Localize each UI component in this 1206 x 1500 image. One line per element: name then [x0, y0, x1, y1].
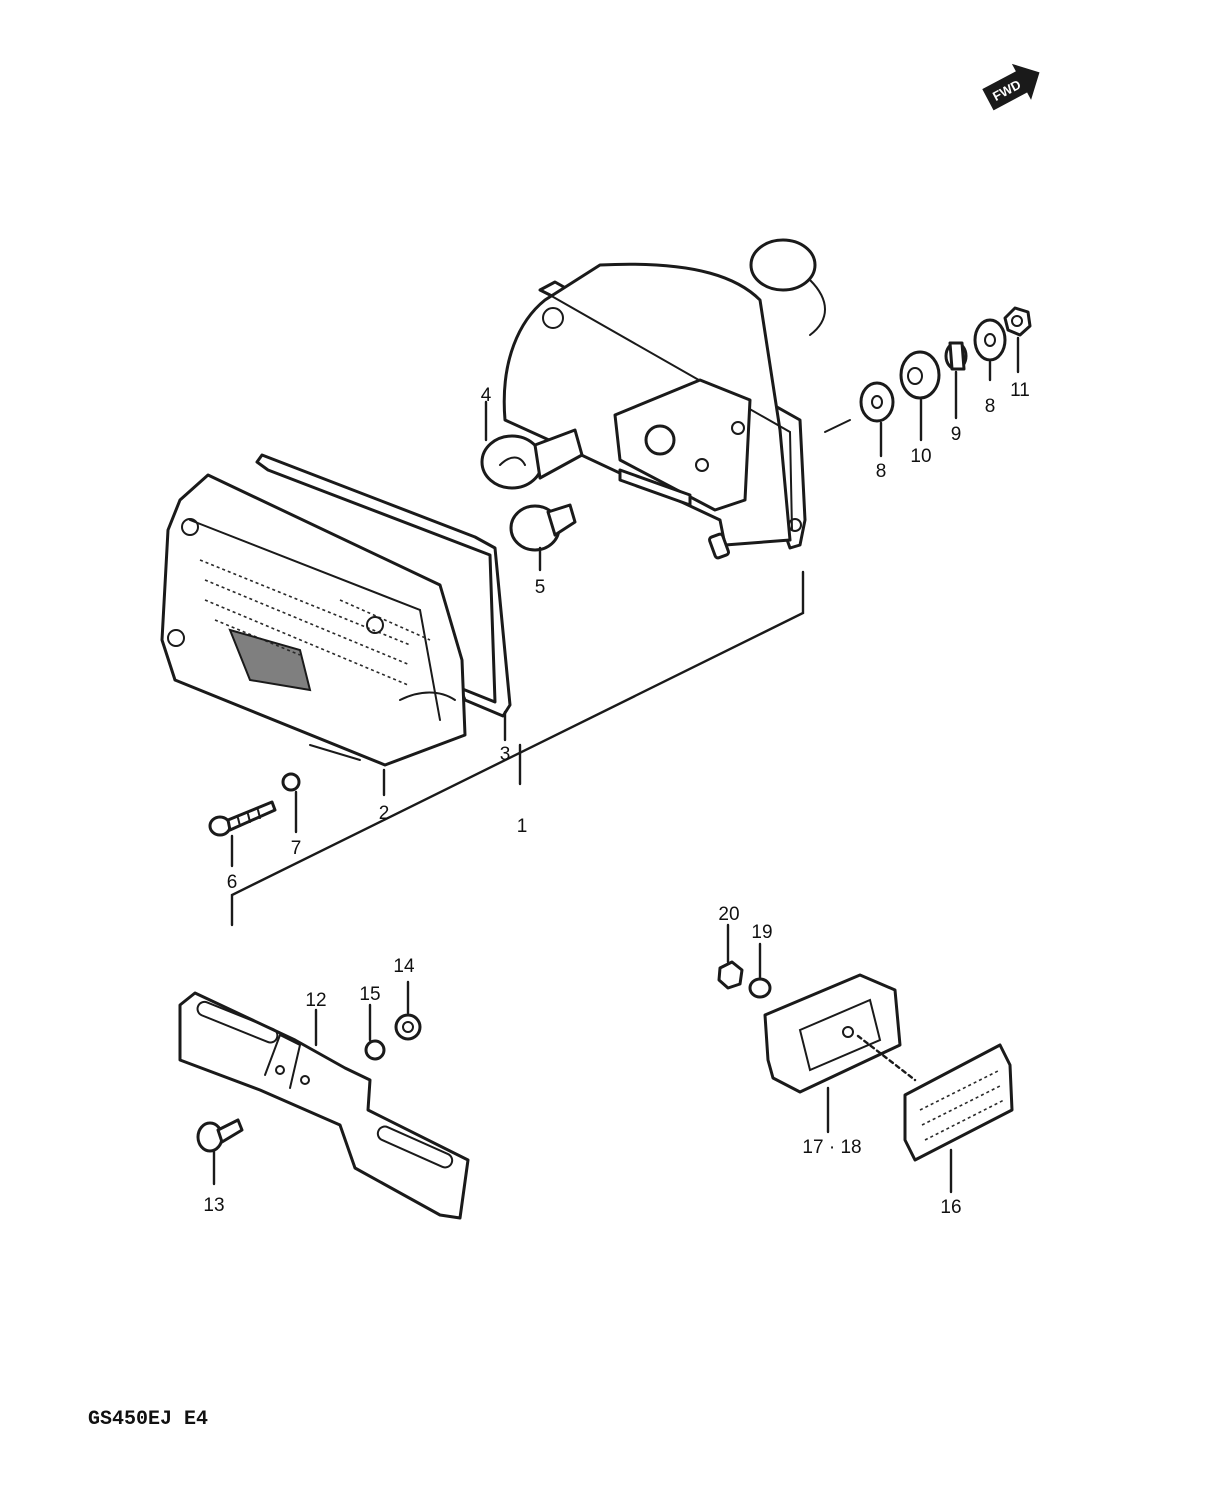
callout-3: 3 [500, 744, 511, 765]
callout-labels: 1 2 3 4 5 6 7 8 8 9 10 11 12 13 14 15 16… [203, 380, 1029, 1218]
washer-8a [859, 381, 895, 423]
callout-12: 12 [305, 990, 326, 1011]
nut-11 [1003, 306, 1032, 337]
license-bulb [509, 503, 577, 552]
bracket-bolt [196, 1118, 244, 1153]
spacer-9 [944, 341, 968, 371]
tail-lamp-lens [160, 473, 467, 767]
callout-7: 7 [291, 838, 302, 859]
callout-5: 5 [535, 577, 546, 598]
license-lamp-housing [763, 973, 917, 1094]
lens-gasket [255, 453, 512, 718]
callout-16: 16 [940, 1197, 961, 1218]
callout-2: 2 [379, 803, 390, 824]
callout-9: 9 [951, 424, 962, 445]
callout-13: 13 [203, 1195, 224, 1216]
callout-14: 14 [393, 956, 415, 977]
callout-19: 19 [751, 922, 772, 943]
callout-4: 4 [481, 385, 492, 406]
washer-8b [973, 318, 1007, 362]
license-plate-bracket [178, 991, 470, 1220]
callout-11: 11 [1010, 380, 1030, 401]
callout-17-18: 17 · 18 [802, 1137, 861, 1158]
cushion-10 [899, 350, 941, 400]
forward-arrow-icon: FWD [982, 63, 1040, 111]
callout-20: 20 [718, 904, 739, 925]
callout-6: 6 [227, 872, 238, 893]
model-code: GS450EJ E4 [88, 1408, 208, 1431]
callout-1: 1 [517, 816, 528, 837]
callout-15: 15 [359, 984, 380, 1005]
grommet-7 [281, 772, 301, 792]
leader-lines [212, 336, 1020, 1194]
nut-20 [717, 960, 744, 990]
washer-15 [364, 1039, 386, 1061]
stop-tail-bulb [480, 428, 584, 490]
callout-8a: 8 [876, 461, 887, 482]
lens-screw [208, 800, 277, 837]
callout-10: 10 [910, 446, 931, 467]
callout-8b: 8 [985, 396, 996, 417]
washer-19 [748, 977, 772, 999]
license-lamp-lens [903, 1043, 1014, 1162]
tail-lamp-housing [502, 238, 851, 560]
nut-14 [394, 1013, 422, 1041]
